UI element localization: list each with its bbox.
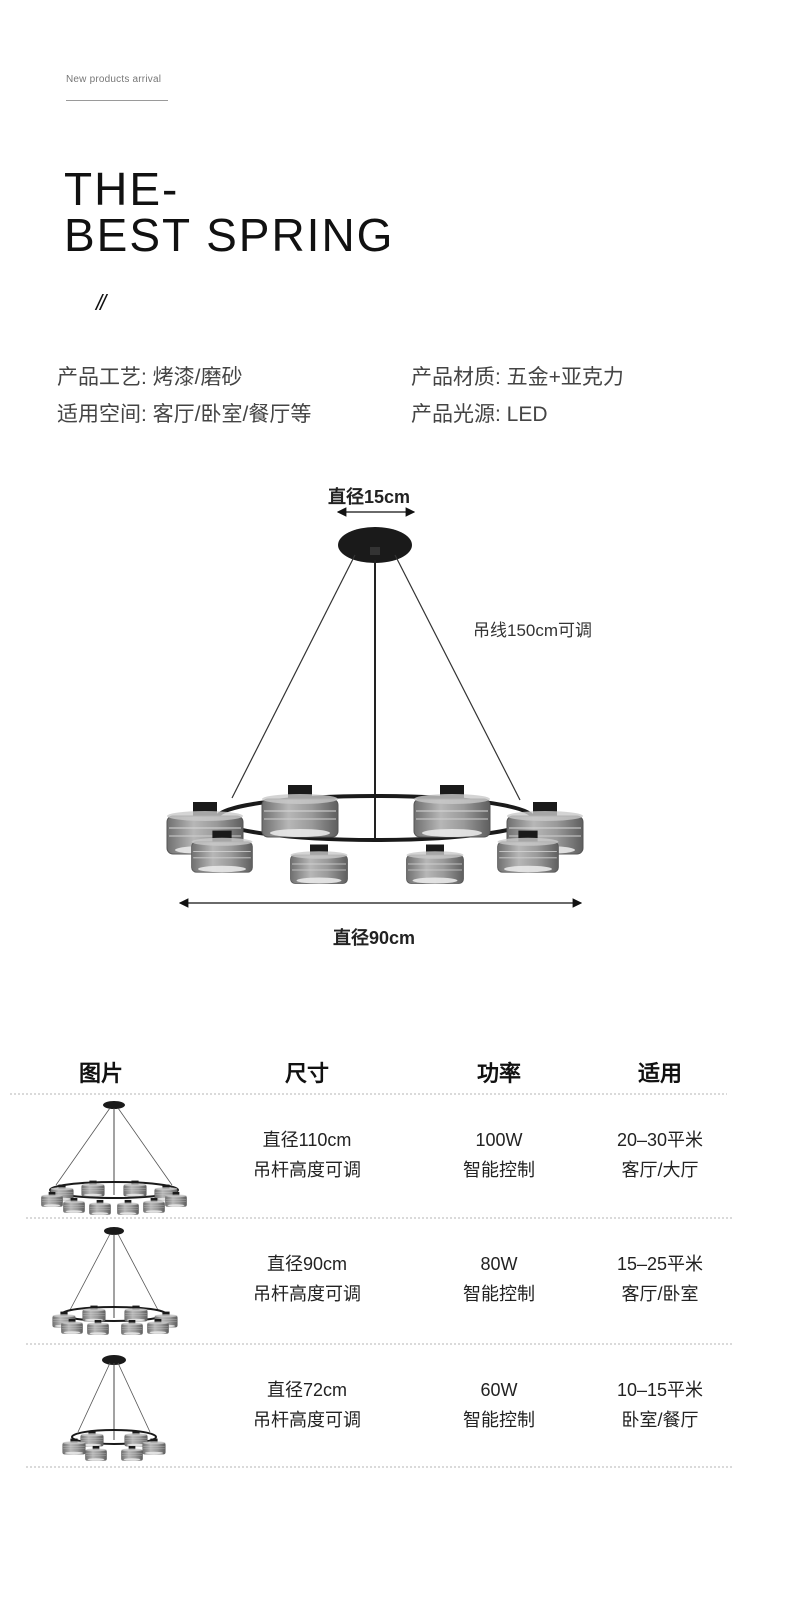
table-row-usage: 10–15平米 卧室/餐厅 [560,1375,760,1435]
row-area: 15–25平米 [616,1254,704,1274]
row-size-note: 吊杆高度可调 [253,1284,361,1304]
thumbnail-72cm [62,1355,166,1461]
row-size-note: 吊杆高度可调 [253,1410,361,1430]
row-size: 直径90cm [266,1254,347,1274]
spec-space: 适用空间: 客厅/卧室/餐厅等 [57,403,312,426]
row-rooms: 客厅/卧室 [621,1284,699,1304]
ring-diameter-label: 直径90cm [333,928,416,948]
spec-light-source: 产品光源: LED [411,403,548,426]
spec-material: 产品材质: 五金+亚克力 [411,366,624,389]
row-control: 智能控制 [463,1284,535,1304]
table-row-power: 100W 智能控制 [399,1125,599,1185]
table-row-usage: 15–25平米 客厅/卧室 [560,1249,760,1309]
table-header-power: 功率 [476,1061,521,1086]
table-header-size: 尺寸 [284,1061,329,1086]
eyebrow-divider [66,100,168,101]
table-row: 直径72cm 吊杆高度可调 [207,1375,407,1435]
row-rooms: 卧室/餐厅 [621,1410,699,1430]
table-row: 直径110cm 吊杆高度可调 [207,1125,407,1185]
table-row: 直径90cm 吊杆高度可调 [207,1249,407,1309]
row-control: 智能控制 [463,1160,535,1180]
row-size: 直径110cm [262,1130,352,1150]
slash-decoration: // [96,290,106,315]
table-row-usage: 20–30平米 客厅/大厅 [560,1125,760,1185]
row-power: 100W [475,1130,523,1150]
row-size-note: 吊杆高度可调 [253,1160,361,1180]
row-area: 10–15平米 [616,1380,704,1400]
spec-process: 产品工艺: 烤漆/磨砂 [57,366,243,389]
table-row-power: 60W 智能控制 [399,1375,599,1435]
row-rooms: 客厅/大厅 [621,1160,699,1180]
canopy-diameter-label: 直径15cm [328,487,411,507]
thumbnail-90cm [52,1227,178,1335]
table-header-usage: 适用 [637,1061,682,1086]
table-header-image: 图片 [78,1061,123,1086]
title-line-1: THE- [64,163,180,215]
row-control: 智能控制 [463,1410,535,1430]
row-power: 80W [480,1254,518,1274]
eyebrow-text: New products arrival [66,74,162,85]
title-line-2: BEST SPRING [64,209,395,261]
table-row-power: 80W 智能控制 [399,1249,599,1309]
row-area: 20–30平米 [616,1130,704,1150]
thumbnail-110cm [41,1101,187,1215]
row-size: 直径72cm [266,1380,347,1400]
cable-length-label: 吊线150cm可调 [473,621,593,640]
row-power: 60W [480,1380,518,1400]
ceiling-canopy [338,527,412,563]
